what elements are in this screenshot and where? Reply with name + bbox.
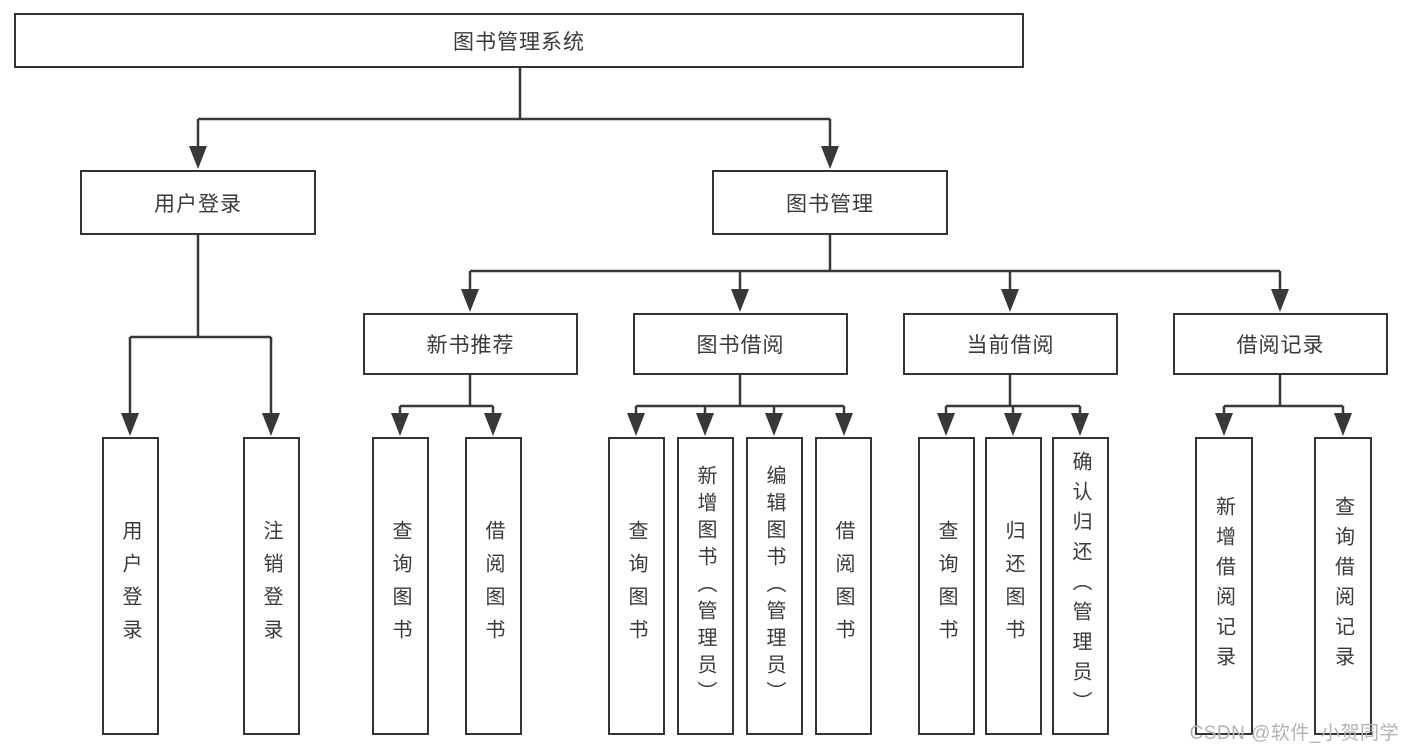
node-label: 查询图书 <box>625 520 647 652</box>
node-label: 图书管理 <box>786 192 874 216</box>
leaf-add-borrow-record: 新增借阅记录 <box>1195 437 1253 735</box>
node-label: 借阅图书 <box>832 520 854 652</box>
node-label: 借阅记录 <box>1236 334 1325 357</box>
node-label: 用户登录 <box>154 192 242 216</box>
node-label: 查询借阅记录 <box>1331 496 1354 676</box>
leaf-return-book: 归还图书 <box>985 437 1042 735</box>
leaf-query-borrow-record: 查询借阅记录 <box>1314 437 1372 735</box>
leaf-confirm-return-admin: 确认归还（管理员） <box>1052 437 1109 735</box>
node-user-login: 用户登录 <box>80 170 316 235</box>
node-label: 借阅图书 <box>482 520 504 652</box>
node-label: 新书推荐 <box>426 334 515 357</box>
leaf-user-login: 用户登录 <box>102 437 159 735</box>
leaf-query-books-current: 查询图书 <box>918 437 975 735</box>
node-borrow-records: 借阅记录 <box>1173 313 1388 375</box>
arrowheads <box>121 146 1352 436</box>
node-label: 确认归还（管理员） <box>1069 451 1091 721</box>
node-label: 图书借阅 <box>696 334 785 357</box>
node-label: 新增图书（管理员） <box>694 464 716 708</box>
node-label: 归还图书 <box>1002 520 1024 652</box>
node-label: 当前借阅 <box>966 334 1055 357</box>
node-library-management-system: 图书管理系统 <box>14 13 1024 68</box>
leaf-query-books-recommend: 查询图书 <box>372 437 429 735</box>
leaf-query-books-borrow: 查询图书 <box>608 437 665 735</box>
node-label: 注销登录 <box>260 520 282 652</box>
leaf-edit-book-admin: 编辑图书（管理员） <box>746 437 803 735</box>
node-book-management: 图书管理 <box>712 170 948 235</box>
node-label: 查询图书 <box>389 520 411 652</box>
leaf-borrow-books-recommend: 借阅图书 <box>465 437 522 735</box>
csdn-watermark: CSDN @软件_小贺同学 <box>1189 723 1399 744</box>
leaf-logout: 注销登录 <box>243 437 300 735</box>
node-current-borrow: 当前借阅 <box>903 313 1118 375</box>
node-label: 用户登录 <box>119 520 141 652</box>
node-label: 新增借阅记录 <box>1212 496 1235 676</box>
leaf-borrow-books: 借阅图书 <box>815 437 872 735</box>
node-label: 查询图书 <box>935 520 957 652</box>
node-new-book-recommend: 新书推荐 <box>363 313 578 375</box>
node-label: 图书管理系统 <box>453 30 585 54</box>
leaf-add-book-admin: 新增图书（管理员） <box>677 437 734 735</box>
node-book-borrow: 图书借阅 <box>633 313 848 375</box>
node-label: 编辑图书（管理员） <box>763 464 785 708</box>
